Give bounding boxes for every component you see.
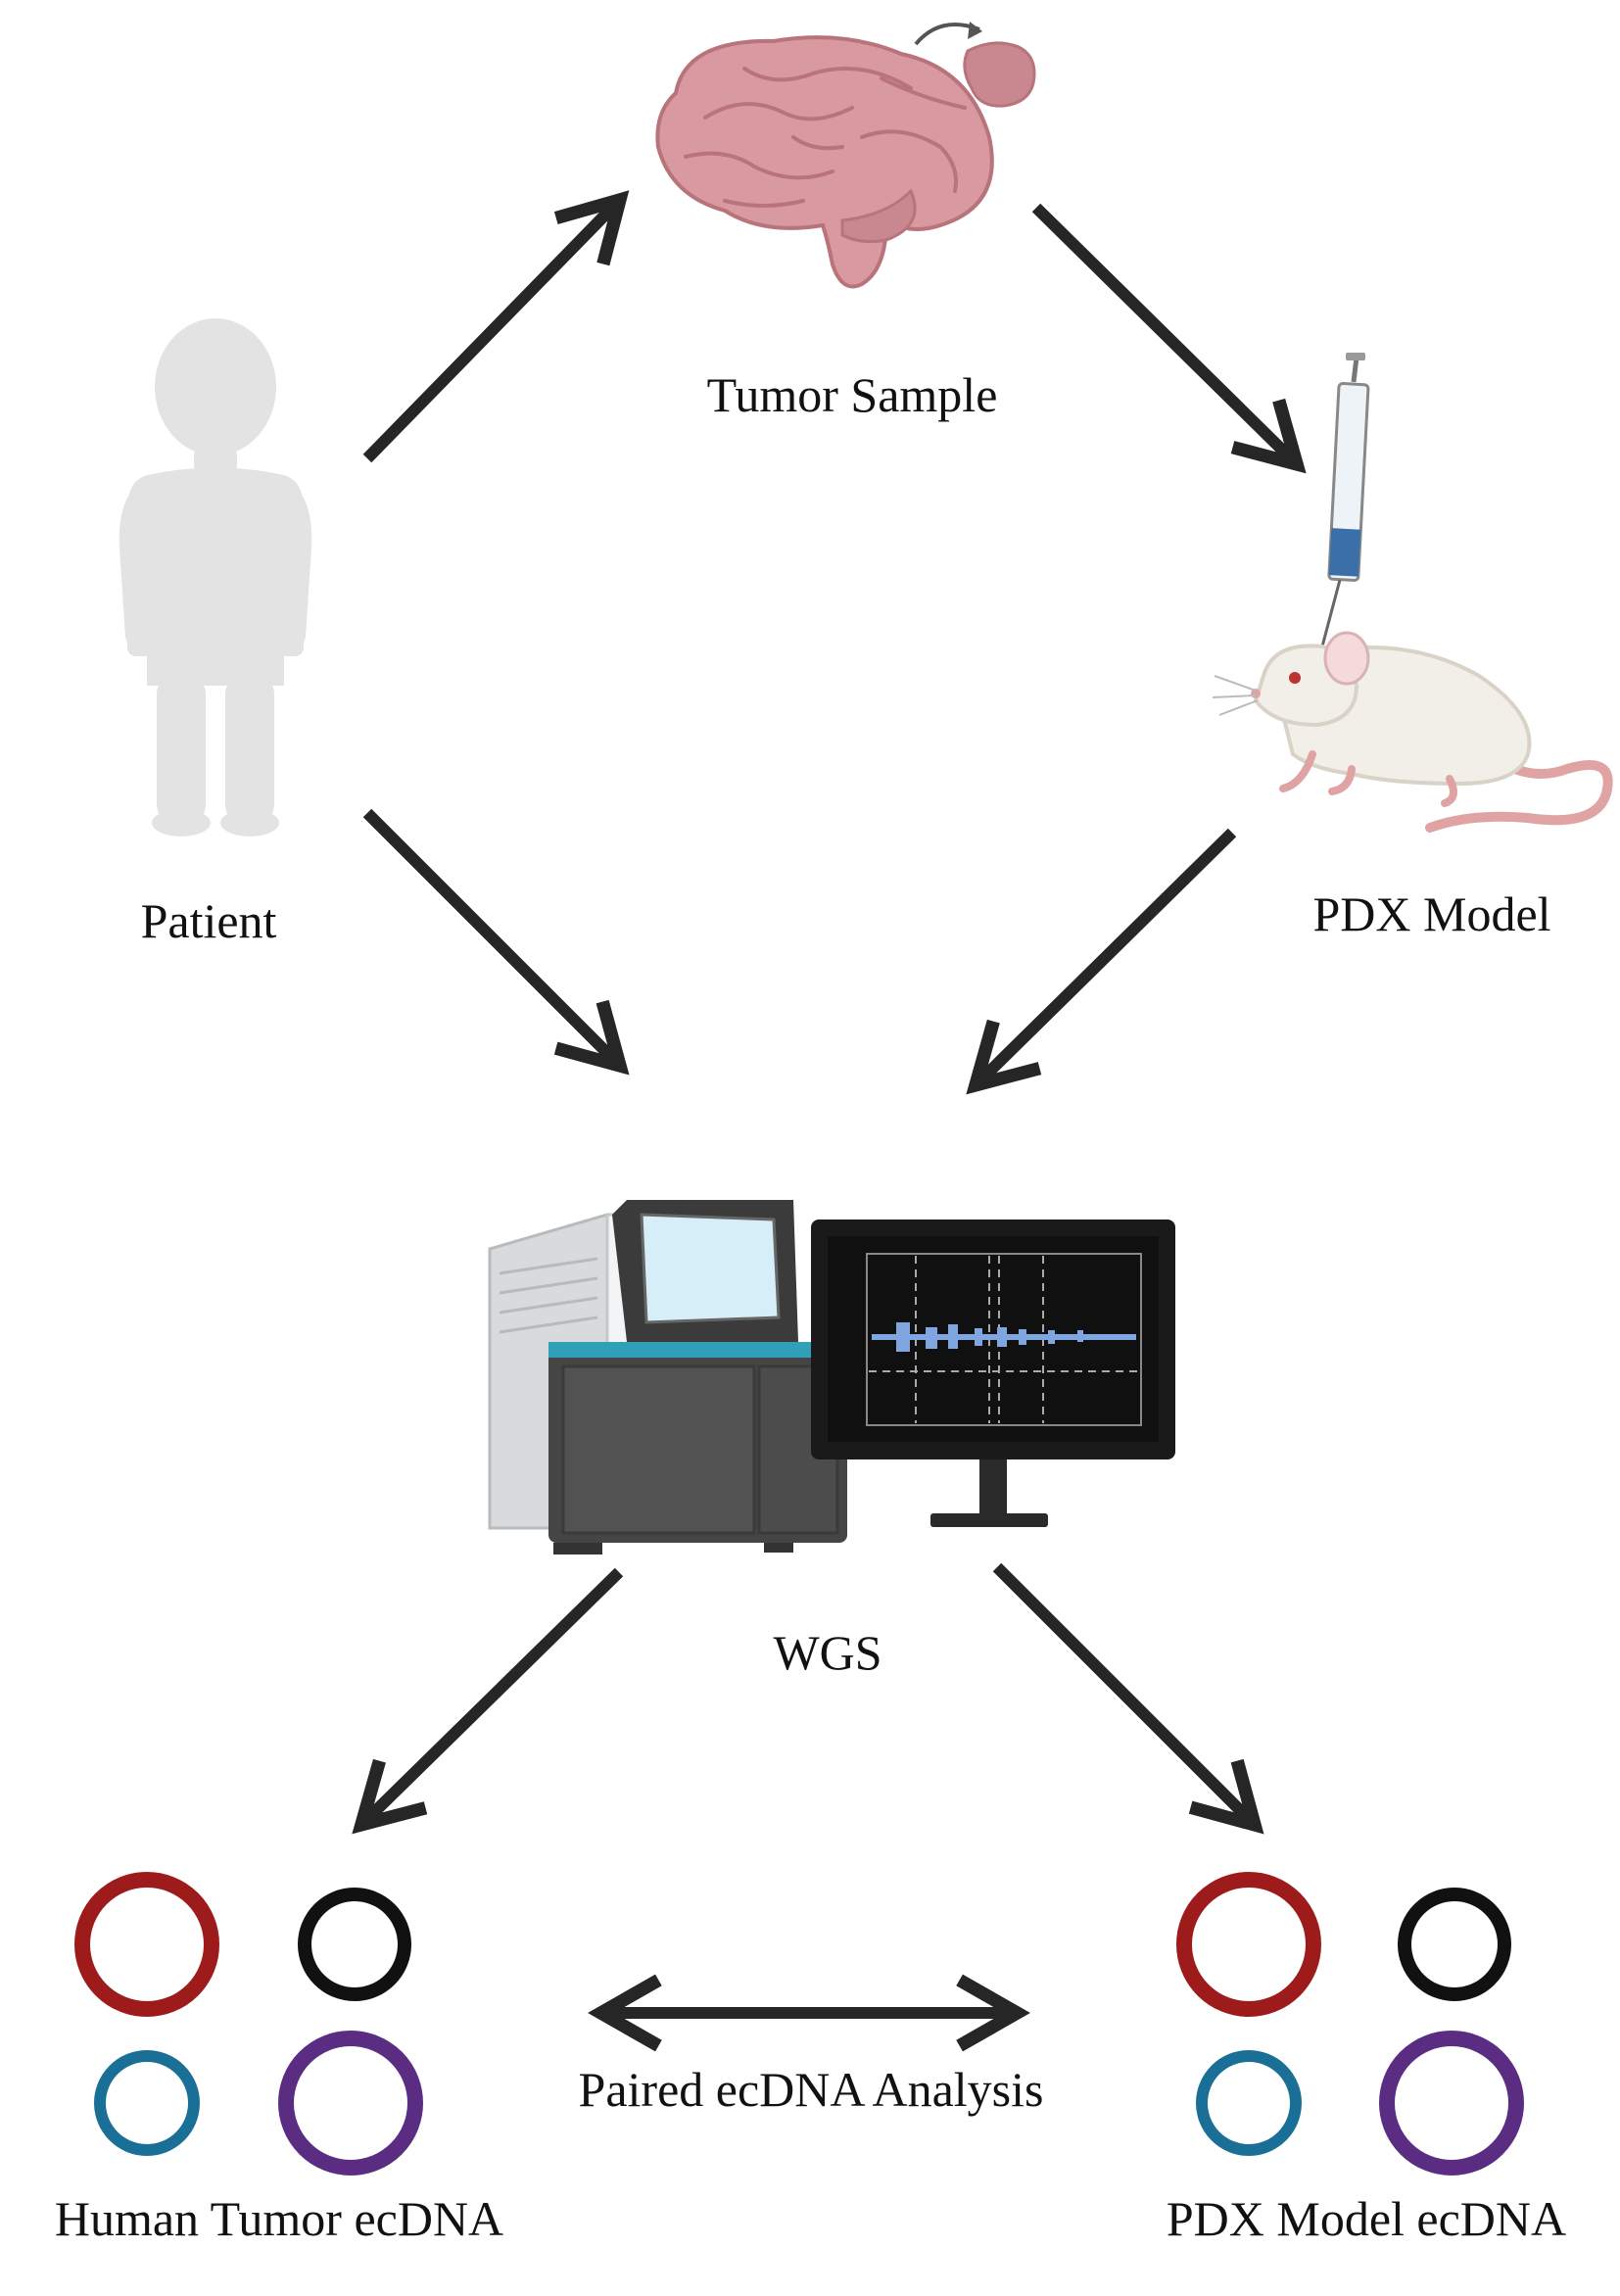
arrow-wgs-to-pdx xyxy=(992,1562,1264,1835)
arrow-wgs-to-human xyxy=(352,1567,624,1835)
mouse-icon xyxy=(1212,631,1613,833)
pdx-ecdna-group xyxy=(1176,1872,1524,2176)
arrow-patient-to-wgs xyxy=(362,808,630,1076)
human-ecdna-label: Human Tumor ecDNA xyxy=(54,2191,504,2246)
ecdna-ring-blue xyxy=(1196,2050,1302,2156)
arrow-patient-to-tumor xyxy=(362,190,630,463)
monitor-icon xyxy=(811,1220,1175,1527)
pdx-model-label: PDX Model xyxy=(1312,886,1551,941)
patient-label: Patient xyxy=(140,893,277,948)
sequencer-machine-icon xyxy=(488,1200,847,1555)
ecdna-ring-red xyxy=(74,1872,219,2017)
paired-analysis-label: Paired ecDNA Analysis xyxy=(578,2062,1044,2117)
patient-silhouette-icon xyxy=(119,318,312,837)
arrow-tumor-to-pdx xyxy=(1031,203,1307,474)
wgs-label: WGS xyxy=(773,1625,882,1680)
ecdna-ring-blue xyxy=(94,2050,200,2156)
syringe-icon xyxy=(1320,353,1370,647)
ecdna-ring-black xyxy=(1398,1888,1511,2001)
tumor-sample-label: Tumor Sample xyxy=(706,367,998,422)
brain-icon xyxy=(655,22,1036,289)
ecdna-ring-purple xyxy=(1379,2031,1524,2176)
ecdna-ring-red xyxy=(1176,1872,1321,2017)
workflow-arrows xyxy=(352,190,1307,2052)
arrow-pdx-to-wgs xyxy=(966,828,1237,1095)
human-ecdna-group xyxy=(74,1872,423,2176)
ecdna-ring-black xyxy=(298,1888,411,2001)
pdx-ecdna-label: PDX Model ecDNA xyxy=(1166,2191,1567,2246)
ecdna-ring-purple xyxy=(278,2031,423,2176)
